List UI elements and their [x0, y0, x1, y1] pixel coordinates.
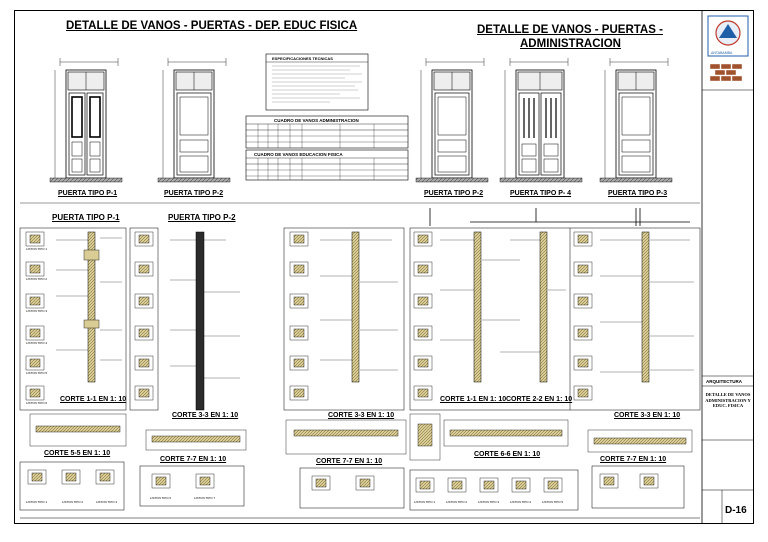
liston-label: LISTON TIPO 4 — [26, 341, 48, 345]
liston-label: LISTON TIPO 2 — [446, 500, 468, 504]
cut-label-2-2-right: CORTE 2-2 EN 1: 10 — [506, 396, 573, 403]
liston-label: LISTON TIPO 5 — [542, 500, 564, 504]
elevation-label-p2: PUERTA TIPO P-2 — [164, 190, 224, 197]
liston-label: LISTON TIPO 1 — [26, 500, 48, 504]
title-left: DETALLE DE VANOS - PUERTAS - DEP. EDUC F… — [66, 20, 358, 32]
liston-label: LISTON TIPO 1 — [414, 500, 436, 504]
sheet-frame — [14, 10, 754, 524]
liston-label: LISTON TIPO 4 — [510, 500, 532, 504]
sheet-section: ARQUITECTURA — [706, 379, 742, 384]
liston-label: LISTON TIPO 7 — [194, 496, 216, 500]
liston-label: LISTON TIPO 6 — [26, 401, 48, 405]
cut-label-7-7-right: CORTE 7-7 EN 1: 10 — [600, 456, 667, 463]
liston-label: LISTON TIPO 3 — [478, 500, 500, 504]
elevation-label-admin-p3: PUERTA TIPO P-3 — [608, 190, 668, 197]
section-title-p1: PUERTA TIPO P-1 — [52, 213, 120, 222]
liston-label: LISTON TIPO 2 — [62, 500, 84, 504]
section-title-p2: PUERTA TIPO P-2 — [168, 213, 236, 222]
cut-label-5-5: CORTE 5-5 EN 1: 10 — [44, 450, 111, 457]
logo-caption: ANTABAMBA — [711, 51, 733, 55]
cut-label-6-6: CORTE 6-6 EN 1: 10 — [474, 451, 541, 458]
sheet-code: D-16 — [725, 505, 747, 516]
sheet-title: DETALLE DE VANOS ADMINISTRACION Y EDUC. … — [705, 392, 751, 408]
title-right-line1: DETALLE DE VANOS - PUERTAS - — [477, 24, 663, 36]
elevation-label-admin-p2: PUERTA TIPO P-2 — [424, 190, 484, 197]
cut-label-3-3-left: CORTE 3-3 EN 1: 10 — [172, 412, 239, 419]
table-admin-title: CUADRO DE VANOS ADMINISTRACION — [274, 118, 359, 123]
liston-label: LISTON TIPO 5 — [26, 371, 48, 375]
liston-label: LISTON TIPO 3 — [96, 500, 118, 504]
cut-label-3-3-mid: CORTE 3-3 EN 1: 10 — [328, 412, 395, 419]
table-educ-title: CUADRO DE VANOS EDUCACION FISICA — [254, 152, 343, 157]
liston-label: LISTON TIPO 6 — [150, 496, 172, 500]
cut-label-7-7-left: CORTE 7-7 EN 1: 10 — [160, 456, 227, 463]
cut-label-3-3-right: CORTE 3-3 EN 1: 10 — [614, 412, 681, 419]
liston-label: LISTON TIPO 1 — [26, 247, 48, 251]
elevation-label-admin-p4: PUERTA TIPO P- 4 — [510, 190, 572, 197]
elevation-label-p1: PUERTA TIPO P-1 — [58, 190, 118, 197]
cut-label-7-7-mid: CORTE 7-7 EN 1: 10 — [316, 458, 383, 465]
specs-title: ESPECIFICACIONES TECNICAS — [272, 56, 333, 61]
cut-label-1-1-left: CORTE 1-1 EN 1: 10 — [60, 396, 127, 403]
cut-label-1-1-right: CORTE 1-1 EN 1: 10 — [440, 396, 507, 403]
liston-label: LISTON TIPO 3 — [26, 309, 48, 313]
liston-label: LISTON TIPO 2 — [26, 277, 48, 281]
title-right-line2: ADMINISTRACION — [520, 38, 621, 50]
